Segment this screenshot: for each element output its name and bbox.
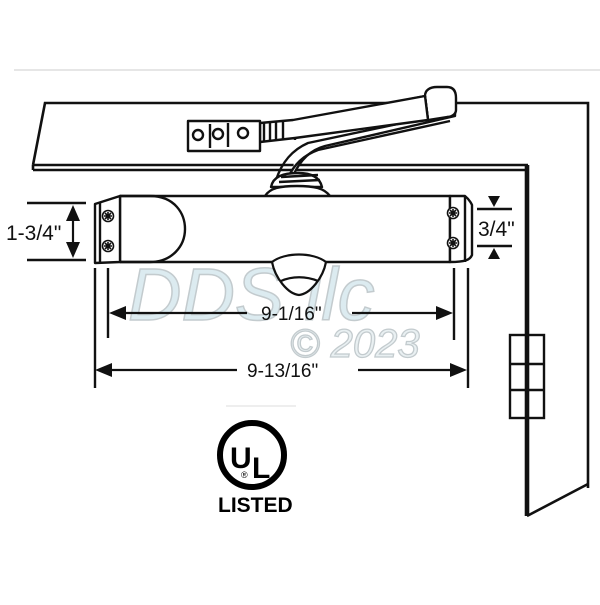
label-body-height: 1-3/4"	[6, 222, 61, 245]
ul-letter-l: L	[252, 452, 270, 485]
listed-label: LISTED	[218, 494, 293, 517]
hinge	[508, 333, 546, 420]
registered-mark: ®	[241, 470, 248, 480]
ul-listed-mark: U L ® LISTED	[217, 420, 293, 517]
end-cap-screws	[101, 206, 460, 253]
dimension-end-cap: 3/4"	[478, 196, 515, 259]
ul-letter-u: U	[230, 442, 252, 475]
dimension-overall-length: 9-13/16"	[95, 361, 467, 382]
label-body-length: 9-1/16"	[261, 304, 322, 325]
svg-text:DDS llc: DDS llc	[128, 253, 375, 336]
ul-circle-icon	[217, 420, 287, 490]
closer-body	[93, 194, 474, 265]
valve-dome	[270, 253, 328, 297]
dimension-body-height: 1-3/4"	[6, 205, 80, 258]
watermark: DDS llc © 2023	[127, 252, 420, 366]
dimension-body-length: 9-1/16"	[109, 304, 453, 325]
extension-lines	[27, 201, 512, 388]
label-overall-length: 9-13/16"	[247, 361, 318, 382]
closer-arm	[186, 85, 458, 197]
label-end-cap-height: 3/4"	[478, 218, 515, 241]
door-frame	[31, 101, 590, 518]
svg-text:© 2023: © 2023	[290, 322, 420, 366]
